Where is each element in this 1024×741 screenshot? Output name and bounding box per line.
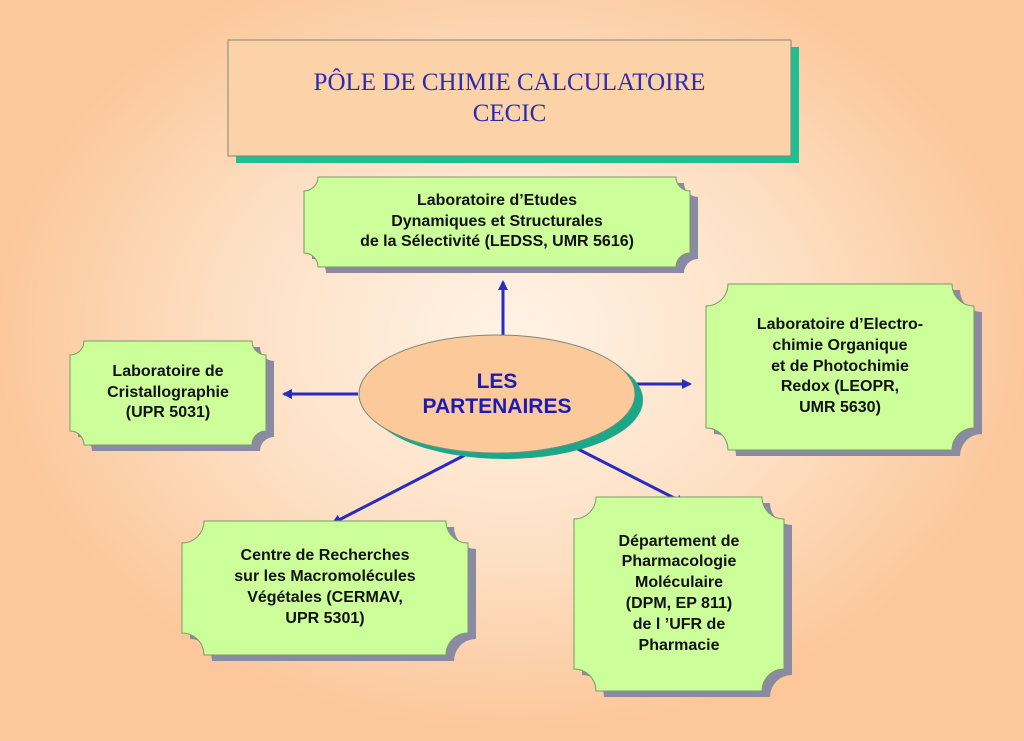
partner-box-leopr [705,283,982,456]
center-line-2: PARTENAIRES [422,395,572,418]
title-box [227,39,799,163]
partner-box-cristallo [69,340,274,451]
connectors [282,280,692,525]
partner-box-cermav [181,520,476,661]
partner-box-dpm [573,496,792,697]
center-line-1: LES [476,369,518,393]
title-line-1: PÔLE DE CHIMIE CALCULATOIRE [313,68,706,96]
title-line-2: CECIC [472,100,547,127]
page-title: PÔLE DE CHIMIE CALCULATOIRE CECIC [228,40,791,156]
center-label: LES PARTENAIRES [359,335,635,453]
arrow-to-cermav [331,452,468,525]
arrow-to-dpm [571,444,686,505]
center-node [358,334,643,459]
partner-box-ledss [303,176,698,273]
